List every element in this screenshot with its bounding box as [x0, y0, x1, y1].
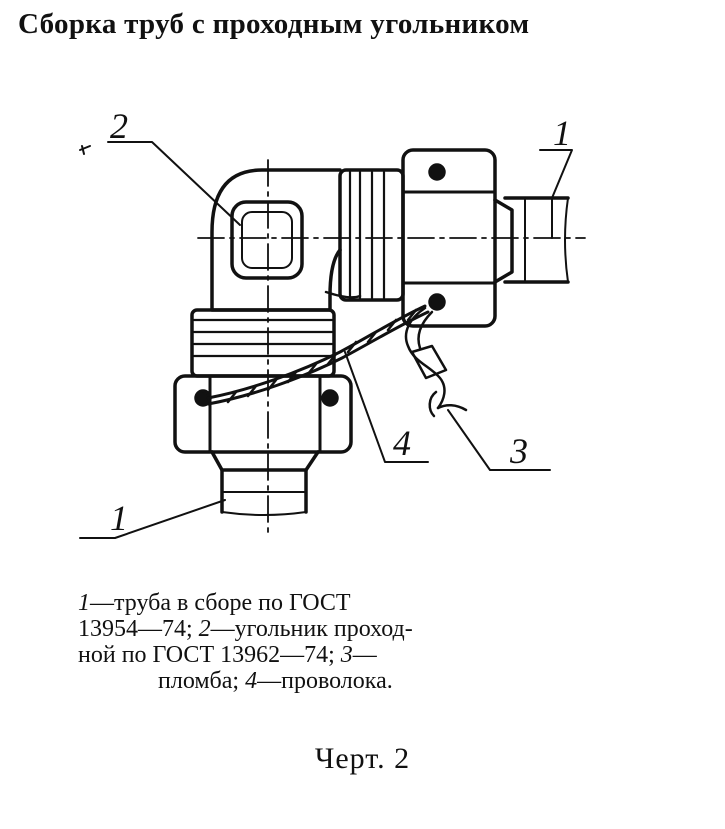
label-pipe-right: 1	[553, 113, 571, 153]
caption-line: 1—труба в сборе по ГОСТ	[78, 590, 351, 616]
bottom-union-nut	[173, 374, 353, 472]
elbow-body	[210, 168, 362, 312]
lead-seal	[404, 306, 468, 418]
label-seal: 3	[509, 431, 528, 471]
label-elbow: 2	[110, 106, 128, 146]
twisted-wire	[206, 304, 430, 406]
caption-line: 13954—74; 2—угольник проход-	[78, 616, 413, 642]
legend-caption: 1—труба в сборе по ГОСТ 13954—74; 2—угол…	[78, 590, 598, 694]
label-pipe-bottom: 1	[110, 498, 128, 538]
figure-label: Черт. 2	[314, 742, 411, 775]
center-lines	[197, 159, 586, 536]
right-thread-collar	[338, 168, 405, 302]
leader-lines	[79, 141, 573, 539]
bottom-pipe	[220, 468, 308, 516]
caption-line: ной по ГОСТ 13962—74; 3—	[78, 642, 377, 668]
page-title: Сборка труб с проходным угольником	[18, 8, 530, 40]
right-pipe	[503, 196, 570, 284]
label-wire: 4	[393, 423, 411, 463]
caption-line: пломба; 4—проволока.	[158, 668, 393, 694]
